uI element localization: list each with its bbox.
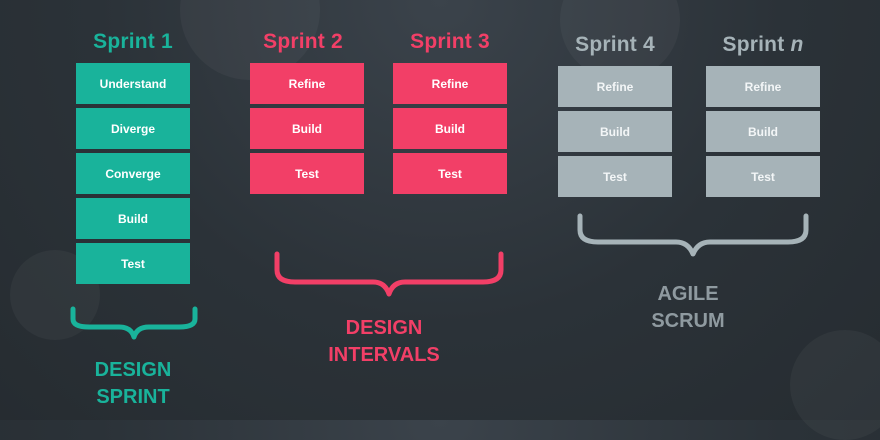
design-intervals-label-line-1: DESIGN (345, 317, 423, 339)
agile-scrum-label-line-2: SCRUM (651, 310, 725, 332)
step-box: Refine (706, 66, 820, 107)
step-box: Understand (76, 63, 190, 104)
sprint-4-title: Sprint 4 (575, 33, 655, 56)
sprint-n-title-italic: n (790, 33, 804, 56)
sprint-n-column: Refine Build Test (706, 66, 820, 201)
design-intervals-brace (274, 251, 504, 297)
agile-scrum-label: AGILE SCRUM (651, 281, 724, 335)
sprint-1-column: Understand Diverge Converge Build Test (76, 63, 190, 288)
design-sprint-label-line-1: DESIGN (94, 359, 172, 381)
step-box: Build (250, 108, 364, 149)
step-box: Build (76, 198, 190, 239)
sprint-4-column: Refine Build Test (558, 66, 672, 201)
sprint-n-title: Sprint n (723, 33, 804, 57)
step-box: Test (393, 153, 507, 194)
design-intervals-label: DESIGN INTERVALS (328, 315, 440, 369)
sprint-2-title: Sprint 2 (263, 30, 343, 53)
design-sprint-brace (70, 306, 198, 340)
sprint-1-title: Sprint 1 (93, 30, 173, 53)
step-box: Build (706, 111, 820, 152)
agile-scrum-brace (577, 213, 809, 257)
step-box: Build (558, 111, 672, 152)
design-sprint-label: DESIGN SPRINT (95, 357, 172, 411)
step-box: Refine (393, 63, 507, 104)
sprint-n-title-prefix: Sprint (722, 33, 785, 56)
step-box: Build (393, 108, 507, 149)
step-box: Test (76, 243, 190, 284)
sprint-3-column: Refine Build Test (393, 63, 507, 198)
step-box: Test (558, 156, 672, 197)
step-box: Diverge (76, 108, 190, 149)
step-box: Refine (250, 63, 364, 104)
sprint-3-title: Sprint 3 (410, 30, 490, 53)
design-sprint-label-line-2: SPRINT (96, 386, 170, 408)
step-box: Test (706, 156, 820, 197)
sprint-2-column: Refine Build Test (250, 63, 364, 198)
step-box: Refine (558, 66, 672, 107)
step-box: Converge (76, 153, 190, 194)
design-intervals-label-line-2: INTERVALS (328, 344, 440, 366)
agile-scrum-label-line-1: AGILE (657, 283, 719, 305)
step-box: Test (250, 153, 364, 194)
background-bokeh (790, 330, 880, 440)
